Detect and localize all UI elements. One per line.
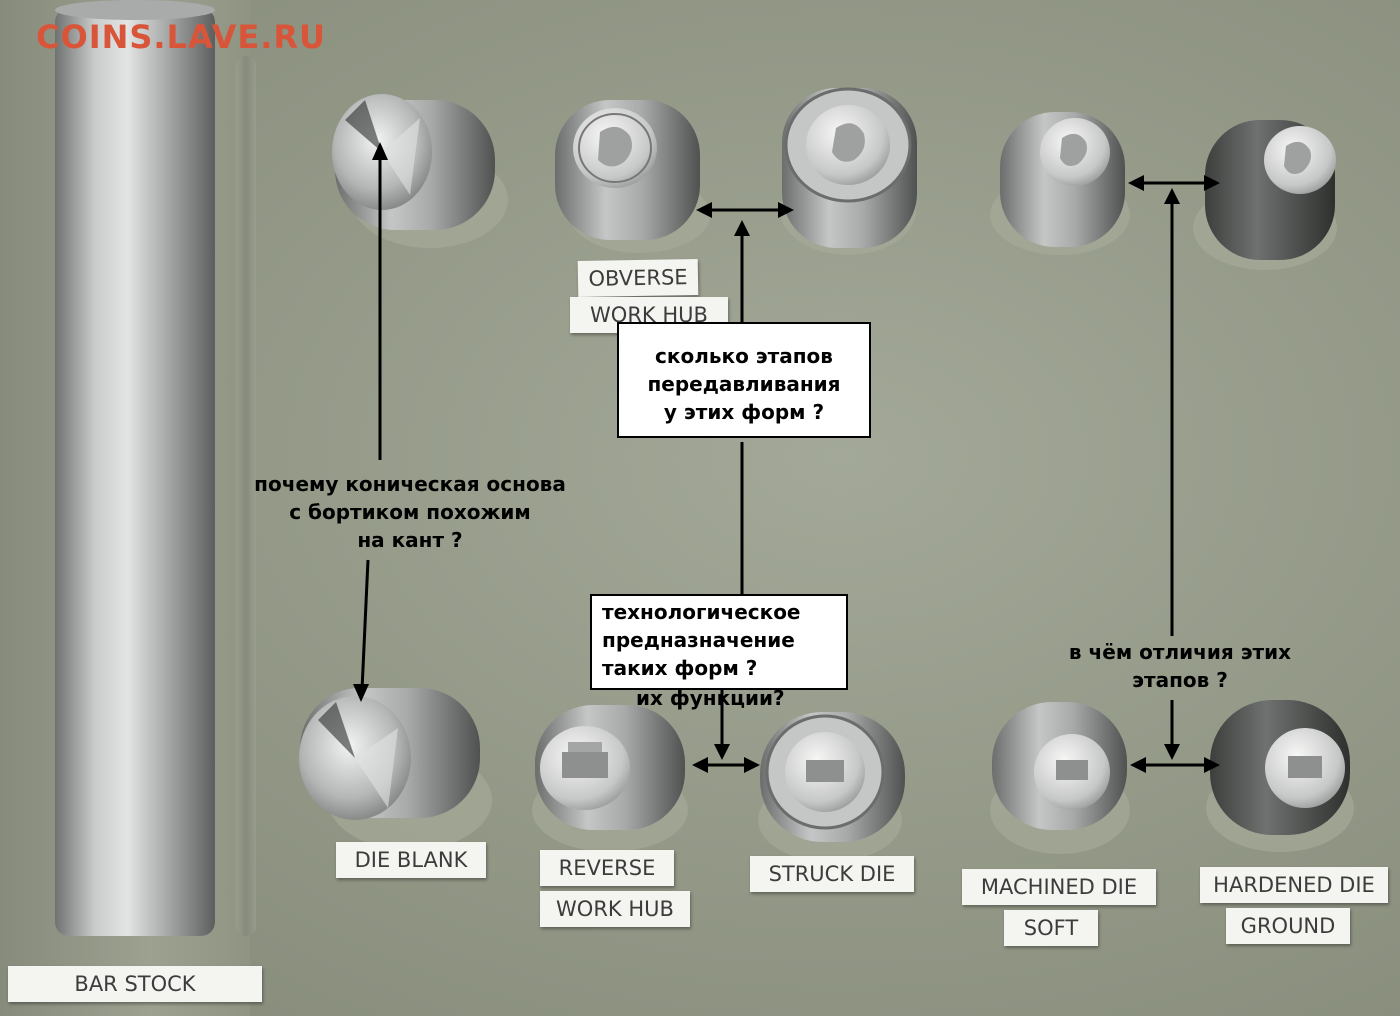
arrows [353, 142, 1220, 773]
purpose-question-line-4: их функции? [636, 686, 785, 710]
reverse-work-hub [532, 705, 688, 852]
die-blank-label: DIE BLANK [336, 842, 486, 878]
purpose-question-line-2: предназначение [602, 628, 795, 652]
reverse-work-hub-label: WORK HUB [540, 891, 690, 927]
obverse-hardened-die [1193, 120, 1337, 270]
difference-question-line-2: этапов ? [1132, 668, 1228, 692]
ground-label: GROUND [1226, 908, 1350, 944]
obverse-machined-die [990, 112, 1130, 255]
stages-question-line-2: передавливания [647, 372, 841, 396]
cone-question-line-1: почему коническая основа [254, 472, 566, 496]
watermark-text: COINS.LAVE.RU [36, 18, 326, 56]
stages-question-line-1: сколько этапов [655, 344, 833, 368]
purpose-question-box: технологическое предназначение таких фор… [590, 594, 848, 690]
machined-die-label: MACHINED DIE [962, 869, 1156, 905]
hardened-die-label: HARDENED DIE [1200, 867, 1388, 903]
reverse-label: REVERSE [540, 850, 674, 886]
die-blank-top [332, 94, 508, 248]
purpose-question-line-1: технологическое [602, 600, 801, 624]
cone-question-line-3: на кант ? [357, 528, 463, 552]
difference-question-text: в чём отличия этих этапов ? [1050, 638, 1310, 694]
obverse-struck-die [780, 87, 917, 255]
obverse-label: OBVERSE [577, 258, 699, 298]
bar-stock-label: BAR STOCK [8, 966, 262, 1002]
soft-label: SOFT [1004, 910, 1098, 946]
struck-die-label: STRUCK DIE [750, 856, 914, 892]
reverse-hardened-die [1206, 700, 1354, 852]
stages-question-box: сколько этапов передавливания у этих фор… [617, 322, 871, 438]
stages-question-line-3: у этих форм ? [663, 400, 825, 424]
obverse-work-hub [555, 100, 710, 253]
purpose-question-overflow: их функции? [636, 684, 816, 712]
tray-edge [236, 56, 256, 936]
cone-question-line-2: с бортиком похожим [289, 500, 531, 524]
bar-stock-rod [55, 0, 215, 936]
die-blank-bottom [299, 688, 492, 850]
difference-question-line-1: в чём отличия этих [1068, 640, 1292, 664]
purpose-question-line-3: таких форм ? [602, 656, 758, 680]
reverse-struck-die [758, 712, 905, 862]
reverse-machined-die [990, 702, 1130, 854]
cone-question-text: почему коническая основа с бортиком похо… [240, 470, 580, 554]
